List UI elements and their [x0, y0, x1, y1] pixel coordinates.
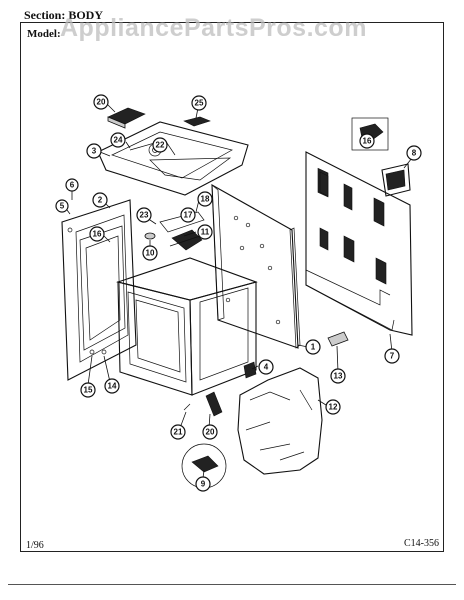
bottom-rule [8, 584, 456, 585]
svg-text:21: 21 [174, 428, 183, 437]
svg-text:14: 14 [108, 382, 117, 391]
svg-text:5: 5 [60, 202, 65, 211]
callout-20-pad: 20 [93, 94, 109, 110]
screw-part [183, 403, 191, 411]
svg-text:9: 9 [201, 480, 206, 489]
knob-screw-part [144, 232, 156, 240]
svg-text:1: 1 [311, 343, 316, 352]
footer-date: 1/96 [26, 540, 44, 551]
clip-part [183, 116, 211, 127]
svg-text:20: 20 [97, 98, 106, 107]
callout-6: 6 [65, 178, 79, 192]
svg-text:18: 18 [201, 195, 210, 204]
top-pad-part [107, 107, 146, 129]
svg-text:2: 2 [98, 196, 103, 205]
callout-16-inner: 16 [89, 226, 105, 242]
svg-text:23: 23 [140, 211, 149, 220]
screw-pair-part [89, 349, 107, 355]
callout-17: 17 [180, 207, 196, 223]
callout-3: 3 [86, 143, 102, 159]
svg-text:16: 16 [363, 137, 372, 146]
callout-7: 7 [384, 348, 400, 364]
callout-13: 13 [330, 368, 346, 384]
svg-text:25: 25 [195, 99, 204, 108]
model-label: Model: [27, 28, 61, 40]
callout-20-hinge: 20 [202, 424, 218, 440]
callout-21: 21 [170, 424, 186, 440]
rear-panel-part [305, 151, 413, 336]
svg-text:20: 20 [206, 428, 215, 437]
callout-15: 15 [80, 382, 96, 398]
callout-2: 2 [92, 192, 108, 208]
insulation-block-part [381, 163, 411, 197]
insulation-blanket-part [237, 367, 323, 475]
footer-code: C14-356 [404, 538, 439, 549]
watermark: AppliancePartsPros.com [60, 14, 367, 42]
diagram-frame [20, 22, 444, 552]
callout-12: 12 [325, 399, 341, 415]
callout-14: 14 [104, 378, 120, 394]
svg-text:8: 8 [412, 149, 417, 158]
svg-text:10: 10 [146, 249, 155, 258]
svg-text:4: 4 [264, 363, 269, 372]
svg-text:3: 3 [92, 147, 97, 156]
oven-cavity-part [116, 257, 258, 396]
svg-text:13: 13 [334, 372, 343, 381]
hinge-bracket-part [243, 361, 257, 379]
svg-text:15: 15 [84, 386, 93, 395]
callout-18: 18 [197, 191, 213, 207]
callout-1: 1 [305, 339, 321, 355]
callout-5: 5 [55, 199, 69, 213]
callout-16-connector: 16 [359, 133, 375, 149]
svg-text:24: 24 [114, 136, 123, 145]
valve-bracket-part [169, 229, 203, 251]
front-frame-part [61, 199, 137, 381]
section-title: Section: BODY [24, 8, 103, 22]
callout-24: 24 [110, 132, 126, 148]
callout-22: 22 [152, 137, 168, 153]
svg-text:6: 6 [70, 181, 75, 190]
callout-25: 25 [191, 95, 207, 111]
callout-10: 10 [142, 245, 158, 261]
inner-panel-part [79, 225, 126, 351]
callout-9: 9 [195, 476, 211, 492]
callout-23: 23 [136, 207, 152, 223]
svg-text:16: 16 [93, 230, 102, 239]
callout-19: 19 [0, 0, 5, 5]
svg-text:17: 17 [184, 211, 193, 220]
svg-text:7: 7 [390, 352, 395, 361]
svg-text:11: 11 [201, 228, 210, 237]
svg-text:12: 12 [329, 403, 338, 412]
svg-text:22: 22 [156, 141, 165, 150]
door-hinge-part [205, 391, 223, 417]
callout-4: 4 [258, 359, 274, 375]
leveling-leg-part [327, 331, 349, 347]
callout-8: 8 [406, 145, 422, 161]
callout-11: 11 [197, 224, 213, 240]
